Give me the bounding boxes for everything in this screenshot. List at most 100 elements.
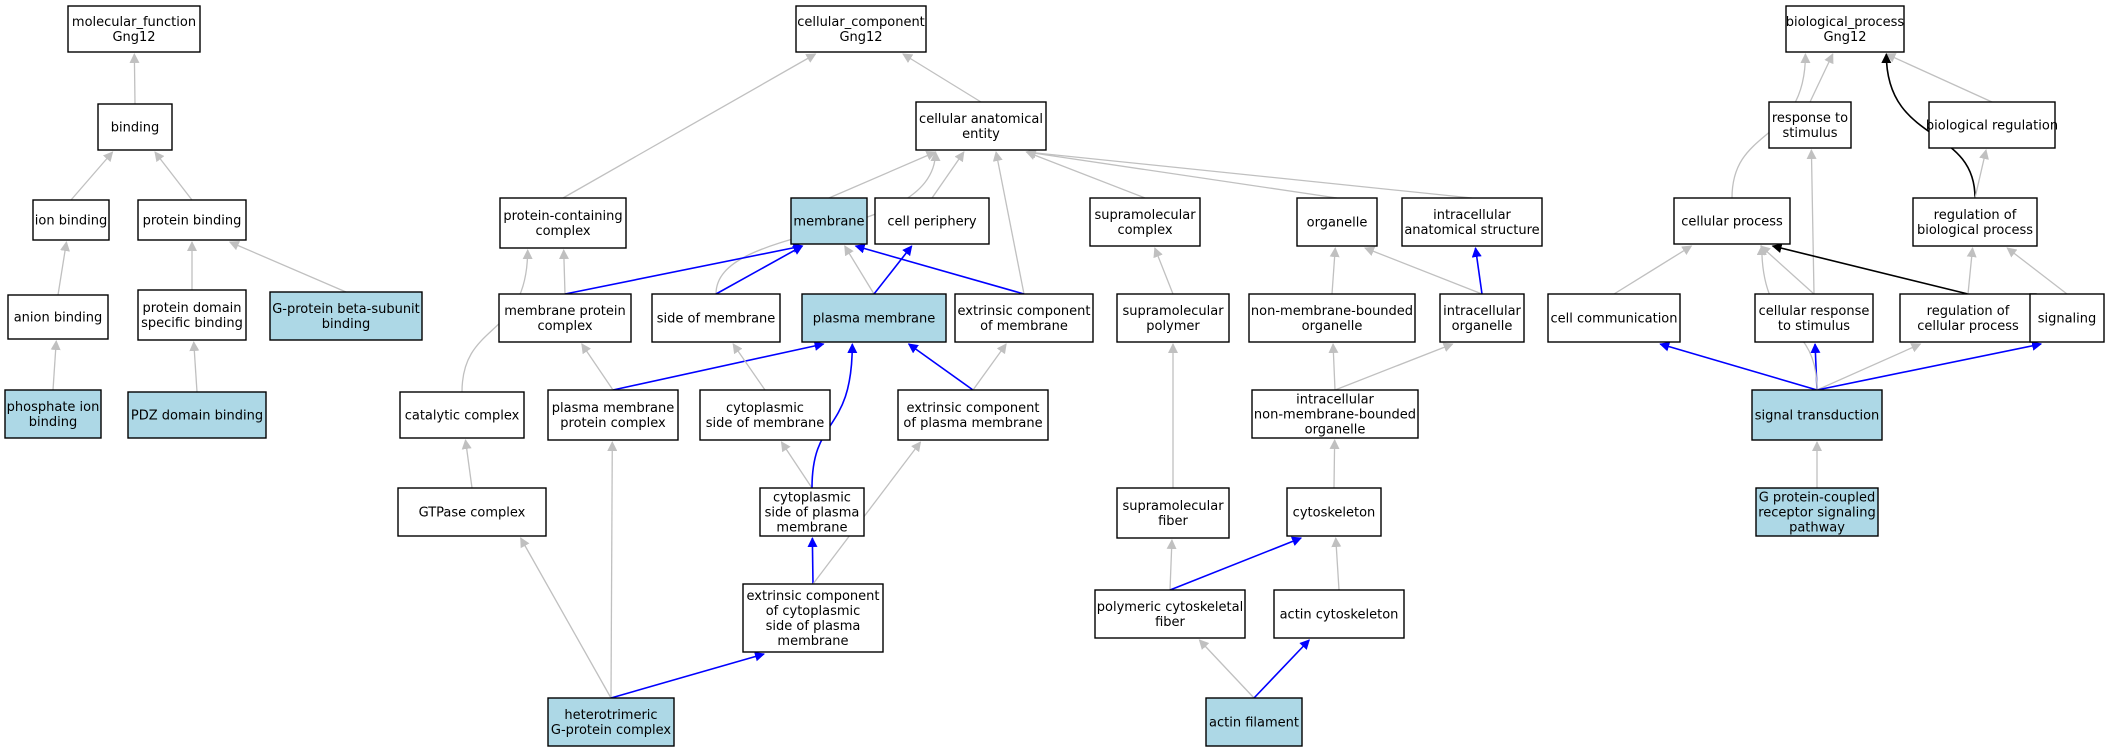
node-box — [1116, 293, 1230, 343]
node-label: binding — [322, 317, 370, 332]
node-box — [1286, 487, 1382, 537]
node-pm[interactable]: plasma membrane — [801, 293, 947, 343]
node-label: cell periphery — [887, 215, 977, 230]
node-org[interactable]: organelle — [1296, 197, 1378, 247]
node-mem[interactable]: membrane — [790, 197, 868, 245]
edge-mpc-to-pcc — [558, 249, 569, 295]
node-label: polymer — [1146, 319, 1200, 334]
node-label: membrane — [776, 521, 847, 536]
node-label: pathway — [1789, 521, 1845, 536]
node-pdzb[interactable]: PDZ domain binding — [127, 391, 267, 439]
node-gtpcx[interactable]: GTPase complex — [397, 487, 547, 537]
node-som[interactable]: side of membrane — [651, 293, 781, 343]
node-label: complex — [535, 224, 590, 239]
edge-actfil-to-pcf — [1198, 639, 1255, 699]
edge-anionb-to-ionb — [57, 241, 70, 296]
node-cytosk[interactable]: cytoskeleton — [1286, 487, 1382, 537]
node-label: anion binding — [14, 311, 103, 326]
node-label: side of plasma — [765, 506, 860, 521]
node-label: Gng12 — [1823, 30, 1866, 45]
node-box — [897, 389, 1049, 441]
node-label: signal transduction — [1755, 409, 1880, 424]
node-breg[interactable]: biological regulation — [1926, 101, 2058, 149]
node-cper[interactable]: cell periphery — [874, 197, 990, 245]
edge-nmbo-to-org — [1329, 247, 1340, 295]
node-box — [1673, 197, 1791, 245]
node-box — [699, 389, 831, 441]
edges-layer — [50, 53, 2068, 699]
node-label: fiber — [1155, 615, 1185, 630]
edge-sigtr-to-ccomm — [1659, 341, 1818, 391]
node-box — [1439, 293, 1525, 343]
edge-pcf-to-cytosk — [1169, 536, 1303, 591]
node-actsk[interactable]: actin cytoskeleton — [1273, 589, 1405, 639]
edge-rcp-to-cproc — [1771, 243, 1969, 295]
node-box — [399, 391, 525, 439]
node-label: complex — [537, 319, 592, 334]
node-sigtr[interactable]: signal transduction — [1751, 389, 1883, 441]
edge-pcc-to-cc — [562, 53, 817, 199]
node-label: cellular_component — [797, 15, 925, 30]
edge-sigtr-to-sig — [1816, 340, 2043, 391]
edge-gtpcx-to-catcx — [461, 439, 473, 489]
node-protb[interactable]: protein binding — [137, 199, 247, 241]
node-box — [137, 199, 247, 241]
node-label: cellular process — [1917, 319, 2019, 334]
node-label: phosphate ion — [7, 400, 100, 415]
node-box — [4, 389, 102, 439]
node-label: intracellular — [1433, 208, 1511, 223]
node-box — [1296, 197, 1378, 247]
edge-supcx-to-cae — [1025, 150, 1146, 199]
node-catcx[interactable]: catalytic complex — [399, 391, 525, 439]
node-label: complex — [1117, 223, 1172, 238]
node-inmbo[interactable]: intracellularnon-membrane-boundedorganel… — [1251, 389, 1419, 439]
node-box — [499, 197, 627, 249]
edge-phosb-to-anionb — [50, 340, 61, 391]
node-label: protein-containing — [503, 209, 622, 224]
node-label: to stimulus — [1778, 319, 1850, 334]
node-label: response to — [1772, 111, 1848, 126]
node-ionb[interactable]: ion binding — [32, 199, 110, 241]
node-cproc[interactable]: cellular process — [1673, 197, 1791, 245]
node-label: protein binding — [143, 214, 242, 229]
node-box — [759, 487, 865, 537]
node-anionb[interactable]: anion binding — [7, 294, 109, 340]
node-binding[interactable]: binding — [97, 103, 173, 151]
node-box — [651, 293, 781, 343]
node-ccomm[interactable]: cell communication — [1547, 293, 1681, 343]
node-box — [1273, 589, 1405, 639]
node-actfil[interactable]: actin filament — [1205, 697, 1303, 747]
edge-mem-to-cae — [828, 150, 937, 199]
node-box — [742, 583, 884, 653]
node-box — [32, 199, 110, 241]
node-sig[interactable]: signaling — [2029, 293, 2105, 343]
